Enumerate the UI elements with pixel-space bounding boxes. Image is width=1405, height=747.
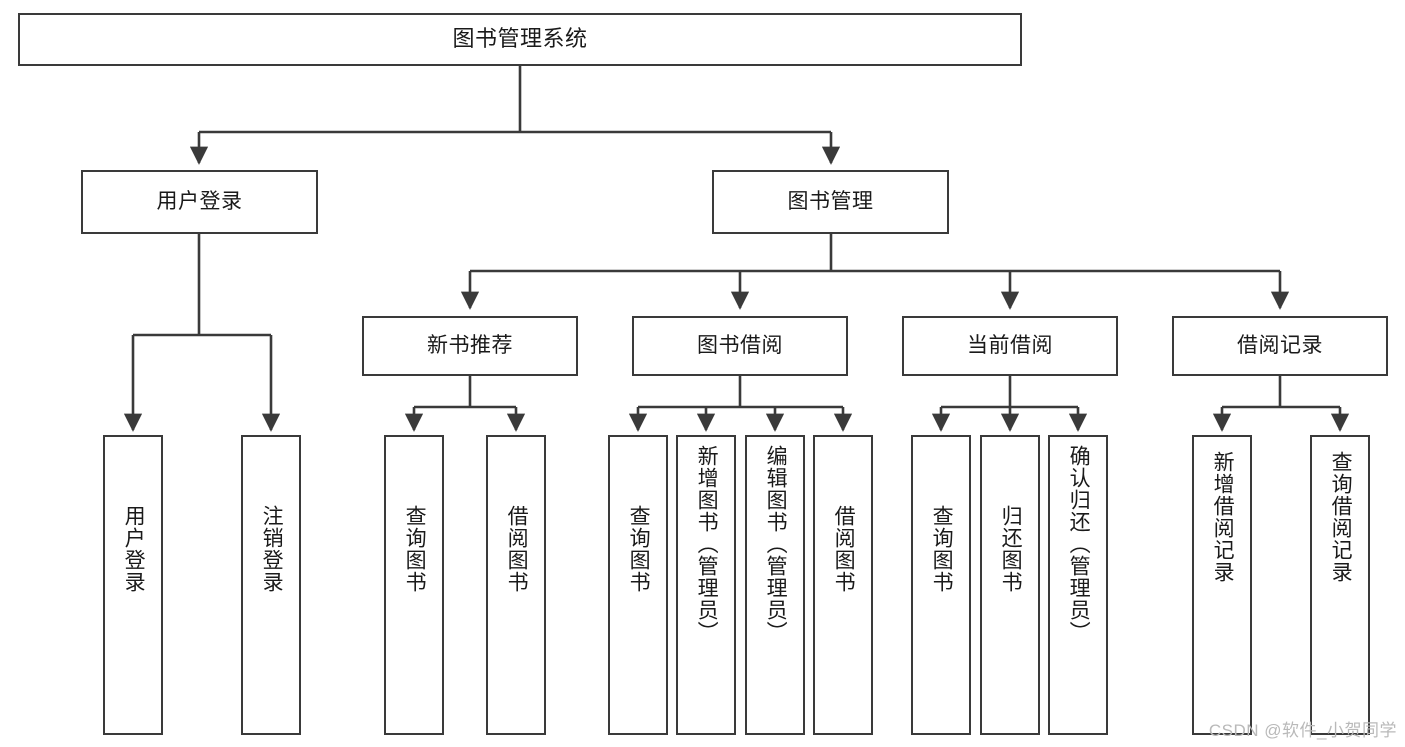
node-leaf-add-book-label: 新增图书（管理员） [695,445,719,643]
node-current-borrow[interactable]: 当前借阅 [902,316,1118,376]
node-leaf-borrow-book-1-label: 借阅图书 [505,505,529,593]
node-leaf-edit-book[interactable]: 编辑图书（管理员） [745,435,805,735]
node-leaf-query-book-1-label: 查询图书 [403,505,427,593]
node-leaf-query-record-label: 查询借阅记录 [1329,451,1353,583]
node-leaf-add-record[interactable]: 新增借阅记录 [1192,435,1252,735]
node-leaf-query-book-1[interactable]: 查询图书 [384,435,444,735]
node-book-manage[interactable]: 图书管理 [712,170,949,234]
node-leaf-user-login-label: 用户登录 [122,505,146,593]
node-root[interactable]: 图书管理系统 [18,13,1022,66]
node-leaf-edit-book-label: 编辑图书（管理员） [764,445,788,643]
node-leaf-add-book[interactable]: 新增图书（管理员） [676,435,736,735]
node-leaf-user-login[interactable]: 用户登录 [103,435,163,735]
node-leaf-logout-login[interactable]: 注销登录 [241,435,301,735]
node-leaf-query-record[interactable]: 查询借阅记录 [1310,435,1370,735]
node-book-borrow-label: 图书借阅 [697,334,783,358]
node-leaf-query-book-3-label: 查询图书 [930,505,954,593]
node-leaf-add-record-label: 新增借阅记录 [1211,451,1235,583]
node-book-manage-label: 图书管理 [787,190,874,214]
node-borrow-record-label: 借阅记录 [1237,334,1323,358]
node-leaf-return-book-label: 归还图书 [999,505,1023,593]
node-leaf-borrow-book-2-label: 借阅图书 [832,505,856,593]
node-leaf-query-book-3[interactable]: 查询图书 [911,435,971,735]
node-leaf-logout-login-label: 注销登录 [260,505,284,593]
node-new-book-recommend[interactable]: 新书推荐 [362,316,578,376]
node-user-login-label: 用户登录 [156,190,243,214]
csdn-watermark: CSDN @软件_小贺同学 [1208,721,1397,740]
node-leaf-return-book[interactable]: 归还图书 [980,435,1040,735]
node-leaf-query-book-2-label: 查询图书 [627,505,651,593]
node-user-login[interactable]: 用户登录 [81,170,318,234]
node-current-borrow-label: 当前借阅 [967,334,1053,358]
node-book-borrow[interactable]: 图书借阅 [632,316,848,376]
node-root-label: 图书管理系统 [452,26,588,52]
node-leaf-borrow-book-1[interactable]: 借阅图书 [486,435,546,735]
node-leaf-query-book-2[interactable]: 查询图书 [608,435,668,735]
node-new-book-recommend-label: 新书推荐 [427,334,513,358]
node-leaf-confirm-return-label: 确认归还（管理员） [1067,445,1091,643]
node-leaf-confirm-return[interactable]: 确认归还（管理员） [1048,435,1108,735]
node-borrow-record[interactable]: 借阅记录 [1172,316,1388,376]
node-leaf-borrow-book-2[interactable]: 借阅图书 [813,435,873,735]
